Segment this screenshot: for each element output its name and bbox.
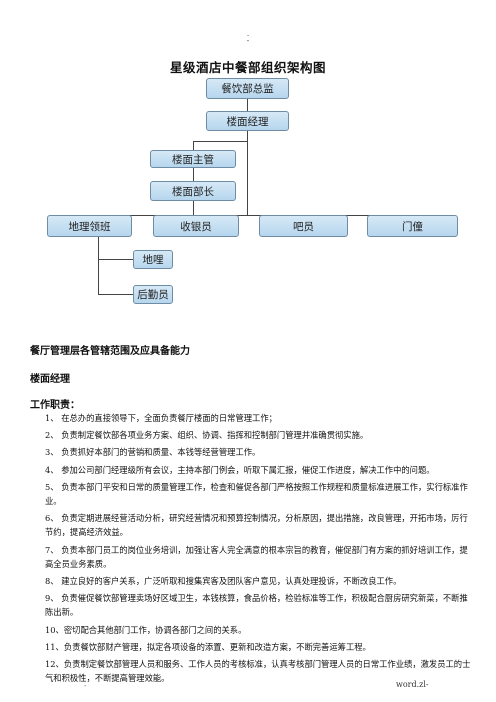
connector-line <box>86 215 413 216</box>
page-title: 星级酒店中餐部组织架构图 <box>169 60 326 75</box>
org-box-director: 餐饮部总监 <box>206 78 289 99</box>
section-heading: 餐厅管理层各管辖范围及应具备能力 <box>30 346 190 357</box>
duty-item: 3、 负责抓好本部门的营销和质量、本钱等经营管理工作。 <box>45 447 261 458</box>
org-box-logistics: 后勤员 <box>133 285 173 304</box>
org-box-floor-head: 楼面部长 <box>150 181 236 201</box>
duty-item: 5、 负责本部门平安和日常的质量管理工作，检查和催促各部门严格按照工作规程和质量… <box>45 481 468 507</box>
duties-heading: 工作职责： <box>30 400 80 411</box>
connector-line <box>193 200 194 215</box>
duty-item: 12、负责制定餐饮部管理人员和服务、工作人员的考核标准，认真考核部门管理人员的日… <box>45 659 471 684</box>
duty-item: 4、 参加公司部门经理级所有会议，主持本部门例会，听取下属汇报，催促工作进度，解… <box>45 464 435 475</box>
duty-item: 1、 在总办的直接领导下，全面负责餐厅楼面的日常管理工作； <box>45 413 277 423</box>
org-box-cashier: 收银员 <box>153 215 239 237</box>
duty-item: 2、 负责制定餐饮部各项业务方案、组织、协调、指挥和控制部门管理并准确贯彻实施。 <box>45 430 369 441</box>
footer-left: - <box>84 682 87 690</box>
connector-line <box>193 167 194 181</box>
org-chart: 餐饮部总监 楼面经理 楼面主管 楼面部长 地理领班 收银员 吧员 门僮 地哩 后… <box>0 0 496 320</box>
role-heading: 楼面经理 <box>30 374 70 385</box>
duty-item: 8、 建立良好的客户关系，广泛听取和搜集宾客及团队客户意见，认真处理投诉，不断改… <box>45 576 402 587</box>
org-box-dili: 地哩 <box>133 250 173 269</box>
footer-right: word.zl- <box>396 680 429 689</box>
connector-line <box>98 294 133 295</box>
duty-item: 9、 负责催促餐饮部管理卖场好区域卫生，本钱核算，食品价格，检验标准等工作，积极… <box>45 593 468 618</box>
duty-item: 10、密切配合其他部门工作，协调各部门之间的关系。 <box>45 624 247 635</box>
org-box-doorman: 门僮 <box>367 215 458 237</box>
org-box-floor-manager: 楼面经理 <box>206 111 289 131</box>
header-marks: . - <box>246 29 250 45</box>
org-box-bartender: 吧员 <box>259 215 348 237</box>
org-box-floor-supervisor: 楼面主管 <box>150 150 236 168</box>
org-box-branch-leader: 地理领班 <box>47 215 132 237</box>
duty-item: 11、负责餐饮部财产管理，拟定各项设备的添置、更新和改造方案，不断完善运筹工程。 <box>45 641 371 652</box>
connector-line <box>98 237 99 295</box>
duty-item: 6、 负责定期进展经营活动分析，研究经营情况和预算控制情况，分析原因，提出措施，… <box>45 513 468 538</box>
connector-line <box>193 141 194 151</box>
connector-line <box>247 131 248 215</box>
duty-item: 7、 负责本部门员工的岗位业务培训，加强让客人完全满意的根本宗旨的教育，催促部门… <box>45 544 468 569</box>
connector-line <box>98 259 133 260</box>
connector-line <box>193 141 248 142</box>
connector-line <box>247 99 248 111</box>
duties-list: 1、 在总办的直接领导下，全面负责餐厅楼面的日常管理工作； 2、 负责制定餐饮部… <box>45 411 471 688</box>
